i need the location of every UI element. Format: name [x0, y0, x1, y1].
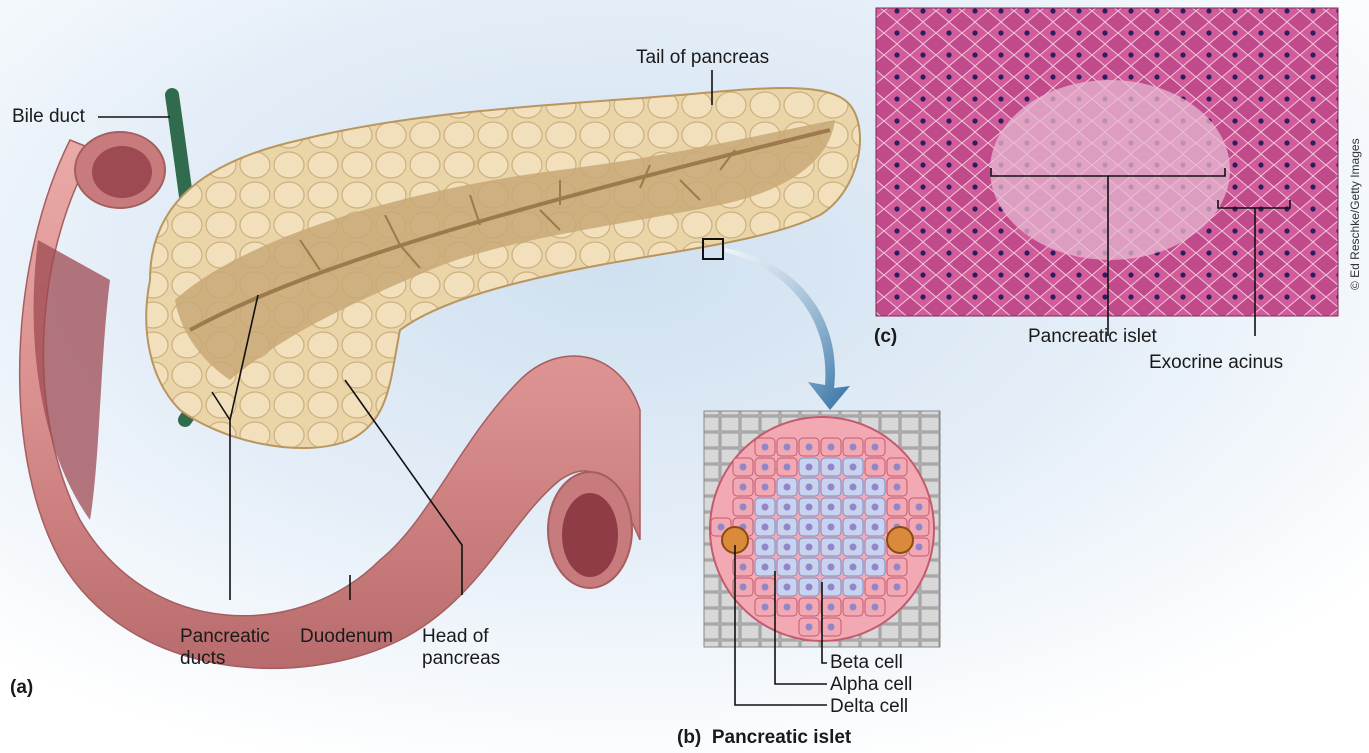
cell-nucleus [850, 464, 857, 471]
cell-nucleus [828, 444, 835, 451]
cell-nucleus [872, 444, 879, 451]
label-duodenum: Duodenum [300, 626, 393, 648]
label-tail-of-pancreas: Tail of pancreas [636, 47, 769, 69]
cell-nucleus [806, 624, 813, 631]
cell-nucleus [916, 544, 923, 551]
cell-nucleus [894, 484, 901, 491]
cell-nucleus [740, 584, 747, 591]
cell-nucleus [872, 564, 879, 571]
cell-nucleus [762, 604, 769, 611]
label-bile-duct: Bile duct [12, 106, 85, 128]
cell-nucleus [828, 584, 835, 591]
panel-label-b: (b) Pancreatic islet [677, 727, 851, 749]
cell-nucleus [872, 484, 879, 491]
cell-nucleus [784, 524, 791, 531]
cell-nucleus [784, 464, 791, 471]
cell-nucleus [806, 584, 813, 591]
panel-title-b: Pancreatic islet [712, 727, 851, 748]
cell-nucleus [872, 584, 879, 591]
cell-nucleus [740, 464, 747, 471]
cell-nucleus [894, 504, 901, 511]
label-head-of-pancreas-line2: pancreas [422, 648, 500, 670]
cell-nucleus [850, 564, 857, 571]
cell-nucleus [894, 464, 901, 471]
cell-nucleus [806, 544, 813, 551]
cell-nucleus [894, 564, 901, 571]
cell-nucleus [850, 444, 857, 451]
cell-nucleus [762, 584, 769, 591]
cell-nucleus [784, 444, 791, 451]
cell-nucleus [828, 524, 835, 531]
cell-nucleus [850, 504, 857, 511]
cell-nucleus [872, 464, 879, 471]
cell-nucleus [784, 604, 791, 611]
cell-nucleus [806, 524, 813, 531]
cell-nucleus [872, 524, 879, 531]
cell-nucleus [850, 524, 857, 531]
cell-nucleus [872, 604, 879, 611]
panel-label-a: (a) [10, 677, 33, 699]
panel-label-c: (c) [874, 326, 897, 348]
cell-nucleus [916, 524, 923, 531]
cell-nucleus [762, 504, 769, 511]
cell-nucleus [806, 604, 813, 611]
panel-letter-b: (b) [677, 727, 701, 748]
cell-nucleus [806, 464, 813, 471]
cell-nucleus [784, 564, 791, 571]
photo-credit: © Ed Reschke/Getty Images [1348, 138, 1362, 290]
cell-nucleus [828, 504, 835, 511]
label-delta-cell: Delta cell [830, 696, 908, 718]
cell-nucleus [740, 564, 747, 571]
cell-nucleus [762, 524, 769, 531]
cell-nucleus [916, 504, 923, 511]
cell-nucleus [762, 444, 769, 451]
cell-nucleus [850, 604, 857, 611]
cell-nucleus [828, 464, 835, 471]
label-pancreatic-islet: Pancreatic islet [1028, 326, 1157, 348]
cell-nucleus [762, 464, 769, 471]
cell-nucleus [806, 484, 813, 491]
cell-nucleus [894, 584, 901, 591]
label-exocrine-acinus: Exocrine acinus [1149, 352, 1283, 374]
cell-nucleus [762, 564, 769, 571]
label-pancreatic-ducts-line1: Pancreatic [180, 626, 270, 648]
cell-nucleus [740, 504, 747, 511]
cell-nucleus [828, 624, 835, 631]
cell-nucleus [850, 584, 857, 591]
cell-nucleus [762, 544, 769, 551]
cell-nucleus [784, 484, 791, 491]
cell-nucleus [740, 484, 747, 491]
histology-micrograph [876, 8, 1338, 316]
cell-nucleus [828, 564, 835, 571]
cell-nucleus [850, 544, 857, 551]
cell-nucleus [762, 484, 769, 491]
cell-nucleus [828, 484, 835, 491]
cell-nucleus [872, 544, 879, 551]
label-beta-cell: Beta cell [830, 652, 903, 674]
cell-nucleus [850, 484, 857, 491]
cell-nucleus [784, 584, 791, 591]
label-pancreatic-ducts-line2: ducts [180, 648, 225, 670]
label-alpha-cell: Alpha cell [830, 674, 912, 696]
cell-nucleus [806, 564, 813, 571]
cell-nucleus [872, 504, 879, 511]
cell-nucleus [828, 544, 835, 551]
cell-nucleus [806, 444, 813, 451]
label-head-of-pancreas-line1: Head of [422, 626, 489, 648]
delta-cell-shape [887, 527, 913, 553]
cell-nucleus [784, 504, 791, 511]
cell-nucleus [784, 544, 791, 551]
cell-nucleus [718, 524, 725, 531]
cell-nucleus [828, 604, 835, 611]
cell-nucleus [806, 504, 813, 511]
